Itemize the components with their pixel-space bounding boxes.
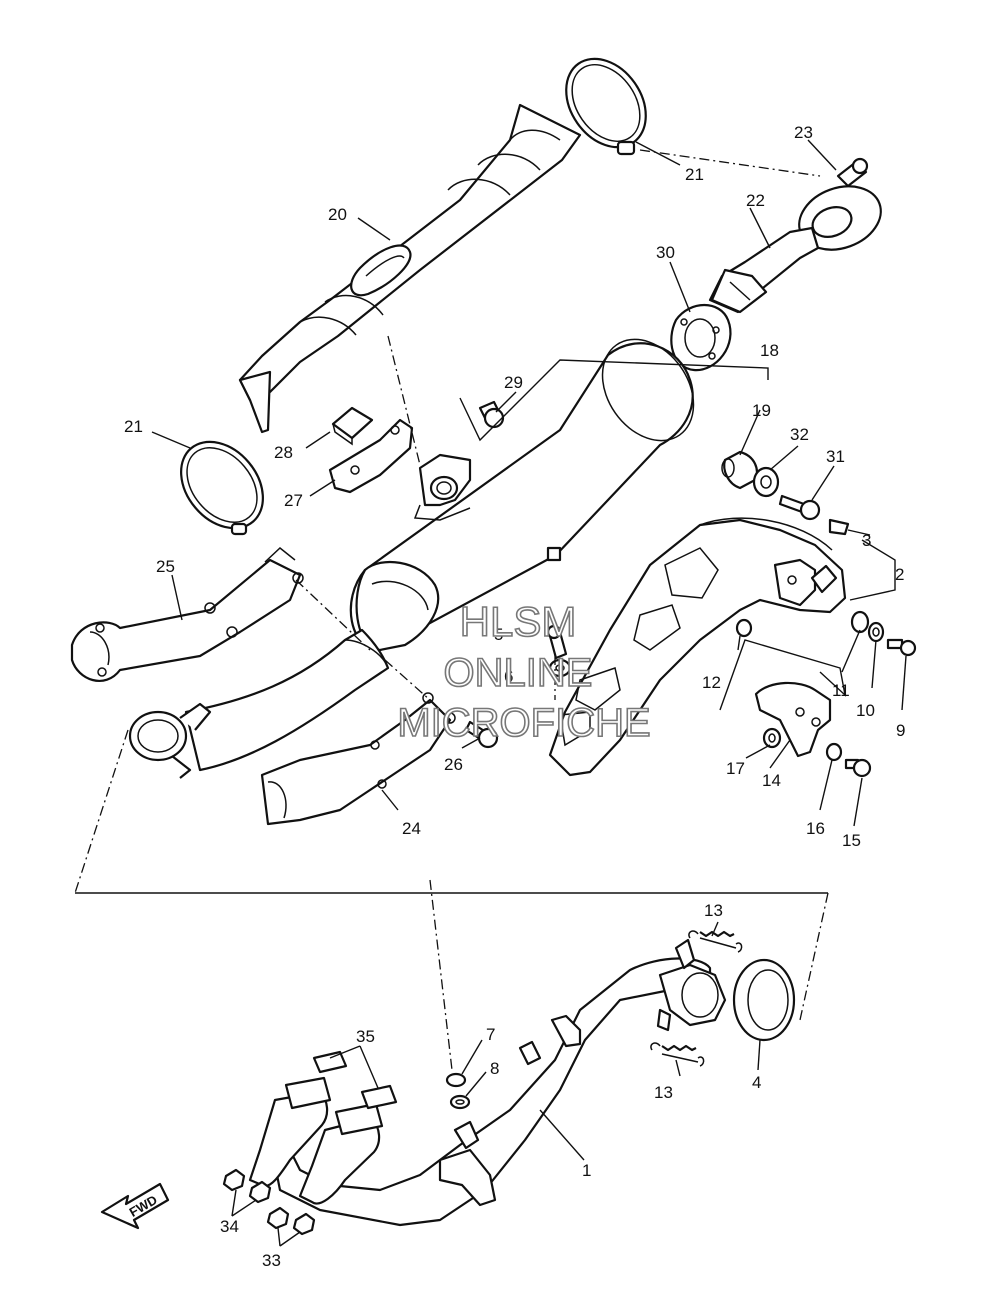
watermark-line2: ONLINE (444, 651, 593, 695)
callout-18[interactable]: 18 (760, 341, 779, 360)
callout-7[interactable]: 7 (486, 1025, 495, 1044)
callout-2[interactable]: 2 (895, 565, 904, 584)
callout-10[interactable]: 10 (856, 701, 875, 720)
callout-13-bottom[interactable]: 13 (654, 1083, 673, 1102)
part-32-collar[interactable] (752, 466, 780, 498)
part-15-bolt[interactable] (844, 758, 872, 778)
callout-4[interactable]: 4 (752, 1073, 761, 1092)
callout-15[interactable]: 15 (842, 831, 861, 850)
callout-31[interactable]: 31 (826, 447, 845, 466)
watermark-line1: HLSM (460, 598, 577, 645)
part-8-gasket[interactable] (449, 1094, 471, 1110)
callout-8[interactable]: 8 (490, 1059, 499, 1078)
callout-6[interactable]: 6 (504, 667, 513, 686)
callout-28[interactable]: 28 (274, 443, 293, 462)
callout-11[interactable]: 11 (832, 681, 850, 700)
callout-3[interactable]: 3 (862, 531, 871, 550)
callout-23[interactable]: 23 (794, 123, 813, 142)
callout-21-top[interactable]: 21 (685, 165, 704, 184)
callout-29[interactable]: 29 (504, 373, 523, 392)
part-29-bolt[interactable] (478, 400, 505, 429)
callout-16[interactable]: 16 (806, 819, 825, 838)
part-4-gasket[interactable] (732, 958, 796, 1042)
watermark-line3: MICROFICHE (397, 701, 650, 745)
part-19-damper[interactable] (721, 450, 758, 490)
part-33-nuts[interactable] (266, 1206, 316, 1236)
part-7-gasket[interactable] (445, 1072, 467, 1088)
callout-22[interactable]: 22 (746, 191, 765, 210)
part-35-gasket-b[interactable] (360, 1084, 398, 1110)
callout-21-bottom[interactable]: 21 (124, 417, 143, 436)
part-20-muffler-protector[interactable] (238, 103, 582, 434)
part-21-clamp-top[interactable] (550, 44, 662, 163)
callout-20[interactable]: 20 (328, 205, 347, 224)
callout-30[interactable]: 30 (656, 243, 675, 262)
part-9-bolt[interactable] (886, 638, 917, 657)
part-1-exhaust-pipe[interactable] (248, 938, 727, 1227)
callout-35[interactable]: 35 (356, 1027, 375, 1046)
callout-12[interactable]: 12 (702, 673, 721, 692)
part-28-damper[interactable] (331, 406, 374, 446)
callout-34[interactable]: 34 (220, 1217, 239, 1236)
part-34-nuts[interactable] (222, 1168, 272, 1204)
callout-14[interactable]: 14 (762, 771, 781, 790)
leader-lines (151, 139, 907, 1247)
part-31-bolt[interactable] (778, 494, 821, 521)
assembly-lines (74, 149, 829, 1071)
callout-5[interactable]: 5 (494, 625, 503, 644)
part-16-washer[interactable] (825, 742, 843, 762)
part-30-gasket[interactable] (670, 304, 732, 372)
part-2-heat-cover[interactable] (548, 517, 850, 777)
callout-32[interactable]: 32 (790, 425, 809, 444)
part-12-grommet[interactable] (735, 618, 753, 638)
callout-13-top[interactable]: 13 (704, 901, 723, 920)
watermark: HLSM ONLINE MICROFICHE (397, 597, 652, 746)
part-26-bolt[interactable] (464, 720, 499, 749)
part-13-spring-top[interactable] (688, 930, 743, 953)
part-10-washer[interactable] (867, 621, 885, 643)
part-24-pipe-protector[interactable] (260, 692, 456, 826)
part-17-grommet[interactable] (762, 727, 782, 749)
callout-26[interactable]: 26 (444, 755, 463, 774)
part-21-clamp-bottom[interactable] (164, 426, 279, 545)
part-23-bolt[interactable] (836, 157, 869, 188)
callout-33[interactable]: 33 (262, 1251, 281, 1270)
callouts: 21 23 22 30 20 18 29 19 32 31 21 28 27 3… (124, 123, 905, 1270)
callout-24[interactable]: 24 (402, 819, 421, 838)
part-13-spring-bottom[interactable] (650, 1042, 705, 1067)
part-35-gasket-a[interactable] (312, 1050, 348, 1074)
fwd-arrow-icon: FWD (100, 1182, 170, 1230)
pipe-joint-clamp[interactable] (128, 702, 212, 779)
callout-9[interactable]: 9 (896, 721, 905, 740)
callout-27[interactable]: 27 (284, 491, 303, 510)
callout-17[interactable]: 17 (726, 759, 745, 778)
part-27-bracket[interactable] (328, 418, 414, 494)
part-11-grommet[interactable] (850, 610, 870, 634)
part-22-tail-pipe[interactable] (708, 175, 890, 314)
part-5-bolt[interactable] (546, 624, 568, 660)
callout-19[interactable]: 19 (752, 401, 771, 420)
part-14-bracket[interactable] (754, 681, 832, 758)
part-25-pipe-protector[interactable] (70, 547, 304, 682)
callout-25[interactable]: 25 (156, 557, 175, 576)
callout-1[interactable]: 1 (582, 1161, 591, 1180)
muffler-body[interactable] (184, 322, 712, 772)
